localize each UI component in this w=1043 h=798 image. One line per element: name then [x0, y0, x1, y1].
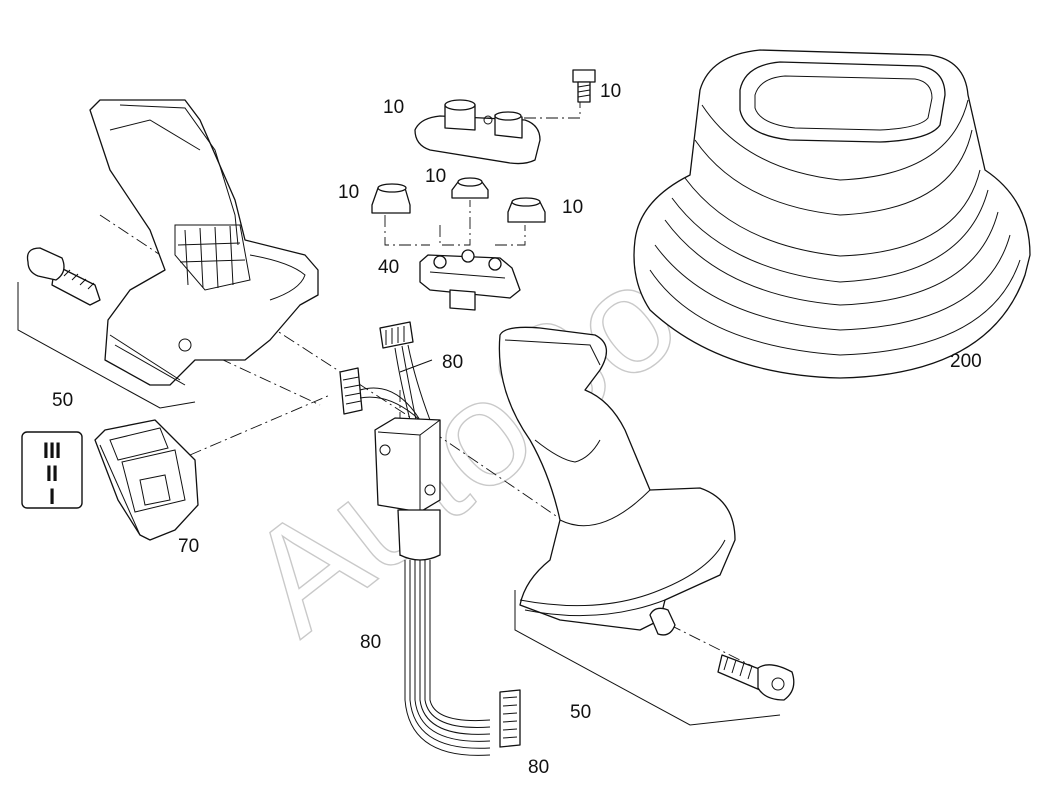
- rocker-symbol-3: III: [43, 438, 61, 463]
- leader-housing-right: [514, 590, 781, 726]
- rocker-symbol-2: II: [46, 461, 58, 486]
- joystick-grip: [498, 326, 736, 636]
- housing-left-half: [89, 99, 319, 386]
- label-button-base: 10: [383, 97, 404, 118]
- cap-right: [507, 197, 546, 223]
- label-housing-left: 50: [52, 390, 73, 411]
- label-cable-connector-bottom: 80: [528, 757, 549, 778]
- label-switch-block: 40: [378, 257, 399, 278]
- label-housing-right: 50: [570, 702, 591, 723]
- connector-left: [339, 367, 363, 415]
- rocker-symbol-box: III II I: [21, 431, 83, 509]
- label-rocker-switch: 70: [178, 536, 199, 557]
- leader-housing-left: [17, 282, 196, 409]
- cable-block: [374, 417, 441, 561]
- cable-lower: [404, 560, 491, 756]
- leader-connector-top: [399, 359, 433, 373]
- label-cap-right: 10: [562, 197, 583, 218]
- bolt-top: [572, 69, 596, 103]
- connector-top: [379, 321, 414, 349]
- cap-center: [451, 177, 489, 199]
- label-cable-middle: 80: [360, 632, 381, 653]
- label-cap-center: 10: [425, 166, 446, 187]
- part-labels: 10 10 10 10 10 40 80 80 80 50 50 70 200: [52, 81, 982, 778]
- switch-block: [419, 249, 521, 311]
- label-cable-connector-top: 80: [442, 352, 463, 373]
- button-caps: [371, 177, 546, 223]
- cable-upper: [359, 344, 431, 426]
- bolt-left: [26, 247, 101, 306]
- button-base: [414, 99, 541, 165]
- label-bolt-top: 10: [600, 81, 621, 102]
- connector-bottom: [499, 689, 521, 748]
- rocker-symbol-1: I: [49, 484, 55, 509]
- label-bellows: 200: [950, 351, 982, 372]
- bolt-right: [717, 654, 795, 701]
- rocker-switch: [94, 419, 199, 541]
- cap-left: [371, 183, 411, 214]
- bellows-boot: [633, 49, 1031, 379]
- label-cap-left: 10: [338, 182, 359, 203]
